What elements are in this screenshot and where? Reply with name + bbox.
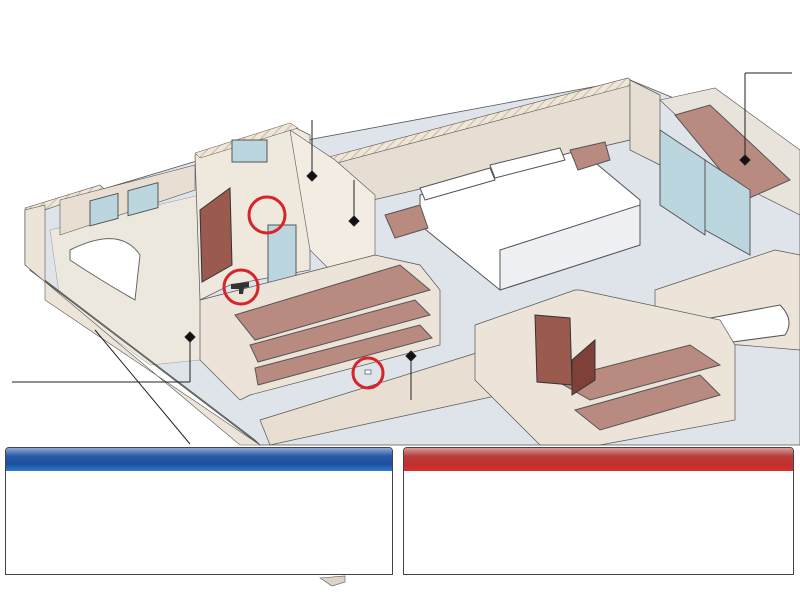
window	[89, 192, 119, 227]
callout-diamond	[184, 331, 196, 343]
shelf	[249, 299, 431, 363]
shelf	[254, 324, 433, 386]
shelf	[553, 344, 722, 401]
callout-diamond	[739, 154, 751, 166]
glass-partition	[704, 159, 751, 256]
nightstand	[569, 141, 611, 171]
info-panel-left	[5, 447, 393, 575]
nightstand	[384, 204, 429, 239]
closet-door-open	[571, 338, 596, 396]
mirror	[231, 139, 268, 163]
panel-left-header-bar	[6, 448, 392, 471]
panel-right-header-bar	[404, 448, 793, 471]
wall-fragment	[319, 575, 346, 587]
bathroom-door	[199, 187, 233, 283]
shower-glass	[267, 224, 297, 286]
shelf	[573, 374, 721, 431]
evidence-circle-gun	[222, 268, 260, 306]
pillow	[419, 167, 496, 201]
evidence-circle-sink	[247, 195, 287, 235]
shelf	[234, 264, 432, 341]
info-panel-right	[403, 447, 794, 575]
callout-diamond	[348, 215, 360, 227]
window	[127, 182, 159, 217]
evidence-circle-casing	[351, 356, 385, 390]
gun-icon	[231, 282, 249, 294]
closet-door	[534, 314, 573, 386]
right-room-wall	[629, 79, 661, 166]
casing-icon	[364, 369, 372, 375]
pillow	[489, 147, 566, 179]
bed-side	[499, 204, 641, 291]
callouts	[12, 72, 792, 445]
left-wall-face	[24, 204, 261, 446]
bathtub-round	[69, 238, 141, 301]
callout-diamond	[405, 350, 417, 362]
glass-partition	[659, 129, 706, 236]
callout-diamond	[306, 170, 318, 182]
